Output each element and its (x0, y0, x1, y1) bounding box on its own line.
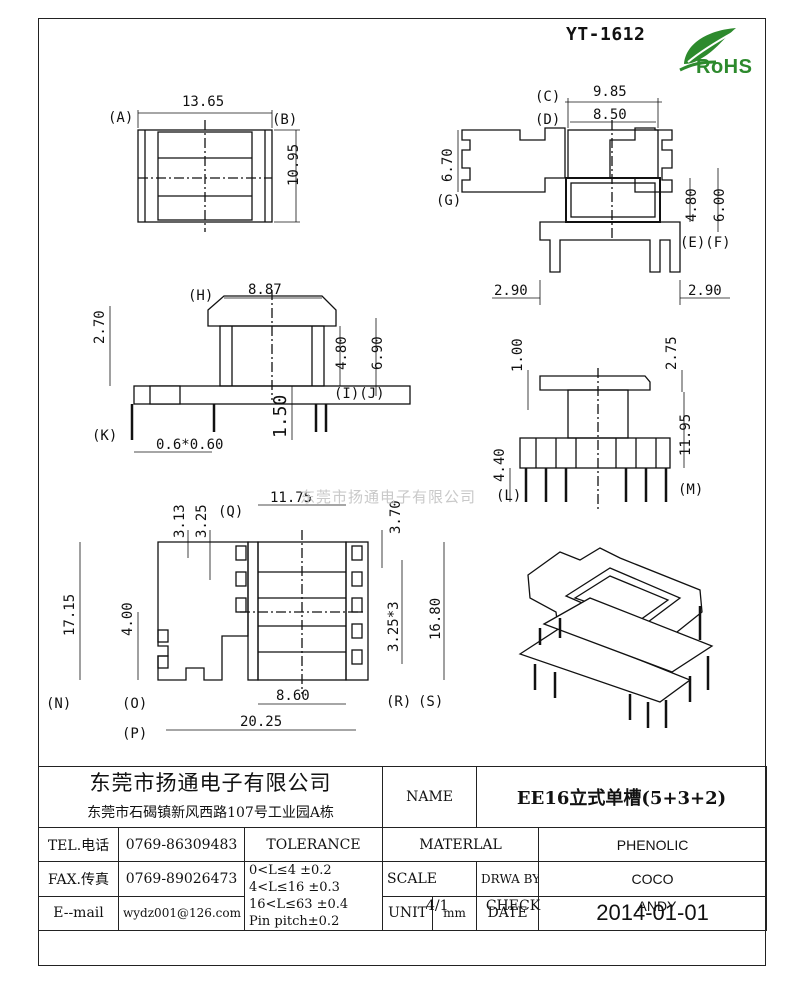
dim-3-25: 3.25 (194, 504, 210, 538)
material-value: PHENOLIC (538, 827, 768, 862)
rohs-label: RoHS (696, 56, 753, 78)
label-q: (Q) (218, 504, 243, 520)
email-value: wydz001@126.com (118, 895, 245, 931)
dim-16-80: 16.80 (428, 598, 444, 640)
label-k: (K) (92, 428, 117, 444)
dim-2-90-right: 2.90 (688, 283, 722, 299)
dim-1-00: 1.00 (510, 338, 526, 372)
dim-3-70: 3.70 (388, 500, 404, 534)
label-d: (D) (535, 112, 560, 128)
fax-value: 0769-89026473 (118, 861, 245, 897)
email-label: E--mail (38, 895, 119, 931)
title-block: 东莞市扬通电子有限公司 NAME EE16立式单槽(5+3+2) 东莞市石碣镇新… (37, 766, 768, 931)
drawn-by-value: COCO (538, 861, 768, 897)
watermark: 东莞市扬通电子有限公司 (300, 488, 477, 506)
dim-2-75: 2.75 (664, 336, 680, 370)
dim-2-70: 2.70 (92, 310, 108, 344)
label-p: (P) (122, 726, 147, 742)
label-c: (C) (535, 89, 560, 105)
label-b: (B) (272, 112, 297, 128)
dim-8-87: 8.87 (248, 282, 282, 298)
tel-label: TEL.电话 (38, 827, 119, 862)
label-l: (L) (496, 488, 521, 504)
dim-20-25: 20.25 (240, 714, 282, 730)
name-value: EE16立式单槽(5+3+2) (476, 766, 768, 828)
name-label: NAME (382, 766, 478, 828)
dim-6-90: 6.90 (370, 336, 386, 370)
unit-label: UNIT (382, 895, 434, 931)
technical-drawing: (A) (B) 13.65 10.95 (C) (D) (G) (E)(F) 9… (46, 84, 731, 742)
label-o: (O) (122, 696, 147, 712)
label-s: (S) (418, 694, 443, 710)
dim-6-00: 6.00 (712, 188, 728, 222)
company-address: 东莞市石碣镇新风西路107号工业园A栋 (37, 797, 384, 828)
label-r: (R) (386, 694, 411, 710)
dim-13-65: 13.65 (182, 94, 224, 110)
label-n: (N) (46, 696, 71, 712)
dim-10-95: 10.95 (286, 144, 302, 186)
tolerance-row: 4<L≤16 ±0.3 (249, 880, 340, 895)
top-view (137, 110, 300, 232)
tolerance-row: Pin pitch±0.2 (249, 914, 340, 929)
rohs-leaf-icon (679, 28, 736, 72)
tolerance-table: 0<L≤4 ±0.2 4<L≤16 ±0.3 16<L≤63 ±0.4 Pin … (243, 861, 384, 931)
tolerance-row: 16<L≤63 ±0.4 (249, 897, 349, 912)
label-m: (M) (678, 482, 703, 498)
dim-11-95: 11.95 (678, 414, 694, 456)
dim-4-40: 4.40 (492, 448, 508, 482)
label-g: (G) (436, 193, 461, 209)
tolerance-row: 0<L≤4 ±0.2 (249, 863, 332, 878)
unit-value: mm (432, 895, 478, 931)
check-label: CHECK (485, 898, 541, 914)
label-ij: (I)(J) (334, 386, 385, 402)
drawn-by-label: DRWA BY (476, 861, 540, 897)
dim-4-80-side: 4.80 (334, 336, 350, 370)
model-number: YT-1612 (566, 24, 646, 45)
dim-pin-size: 0.6*0.60 (156, 437, 223, 453)
dim-17-15: 17.15 (62, 594, 78, 636)
scale-label: SCALE (382, 861, 478, 897)
label-ef: (E)(F) (680, 235, 731, 251)
dim-3-13: 3.13 (172, 504, 188, 538)
fax-label: FAX.传真 (38, 861, 119, 897)
date-label: DATE (476, 895, 540, 931)
isometric-view (518, 547, 714, 728)
dim-4-80-right: 4.80 (684, 188, 700, 222)
dim-8-50: 8.50 (593, 107, 627, 123)
elevation-view (509, 368, 685, 512)
dim-6-70: 6.70 (440, 148, 456, 182)
scale-value: 4/1 (426, 898, 449, 914)
dim-1-50: 1.50 (270, 395, 291, 438)
label-a: (A) (108, 110, 133, 126)
company-name: 东莞市扬通电子有限公司 (37, 766, 384, 797)
tel-value: 0769-86309483 (118, 827, 245, 862)
drawing-frame (38, 18, 766, 966)
dim-8-60: 8.60 (276, 688, 310, 704)
side-view (109, 290, 411, 453)
dim-11-75: 11.75 (270, 490, 312, 506)
dim-4-00: 4.00 (120, 602, 136, 636)
tolerance-label: TOLERANCE (243, 827, 384, 862)
date-value: 2014-01-01 (538, 895, 768, 931)
bottom-view (79, 504, 445, 731)
dim-3-25x3: 3.25*3 (386, 601, 402, 652)
dim-2-90-left: 2.90 (494, 283, 528, 299)
dim-9-85: 9.85 (593, 84, 627, 100)
front-right-view (457, 98, 730, 305)
label-h: (H) (188, 288, 213, 304)
material-label: MATERLAL (382, 827, 540, 862)
check-value: ANDY (637, 898, 677, 914)
